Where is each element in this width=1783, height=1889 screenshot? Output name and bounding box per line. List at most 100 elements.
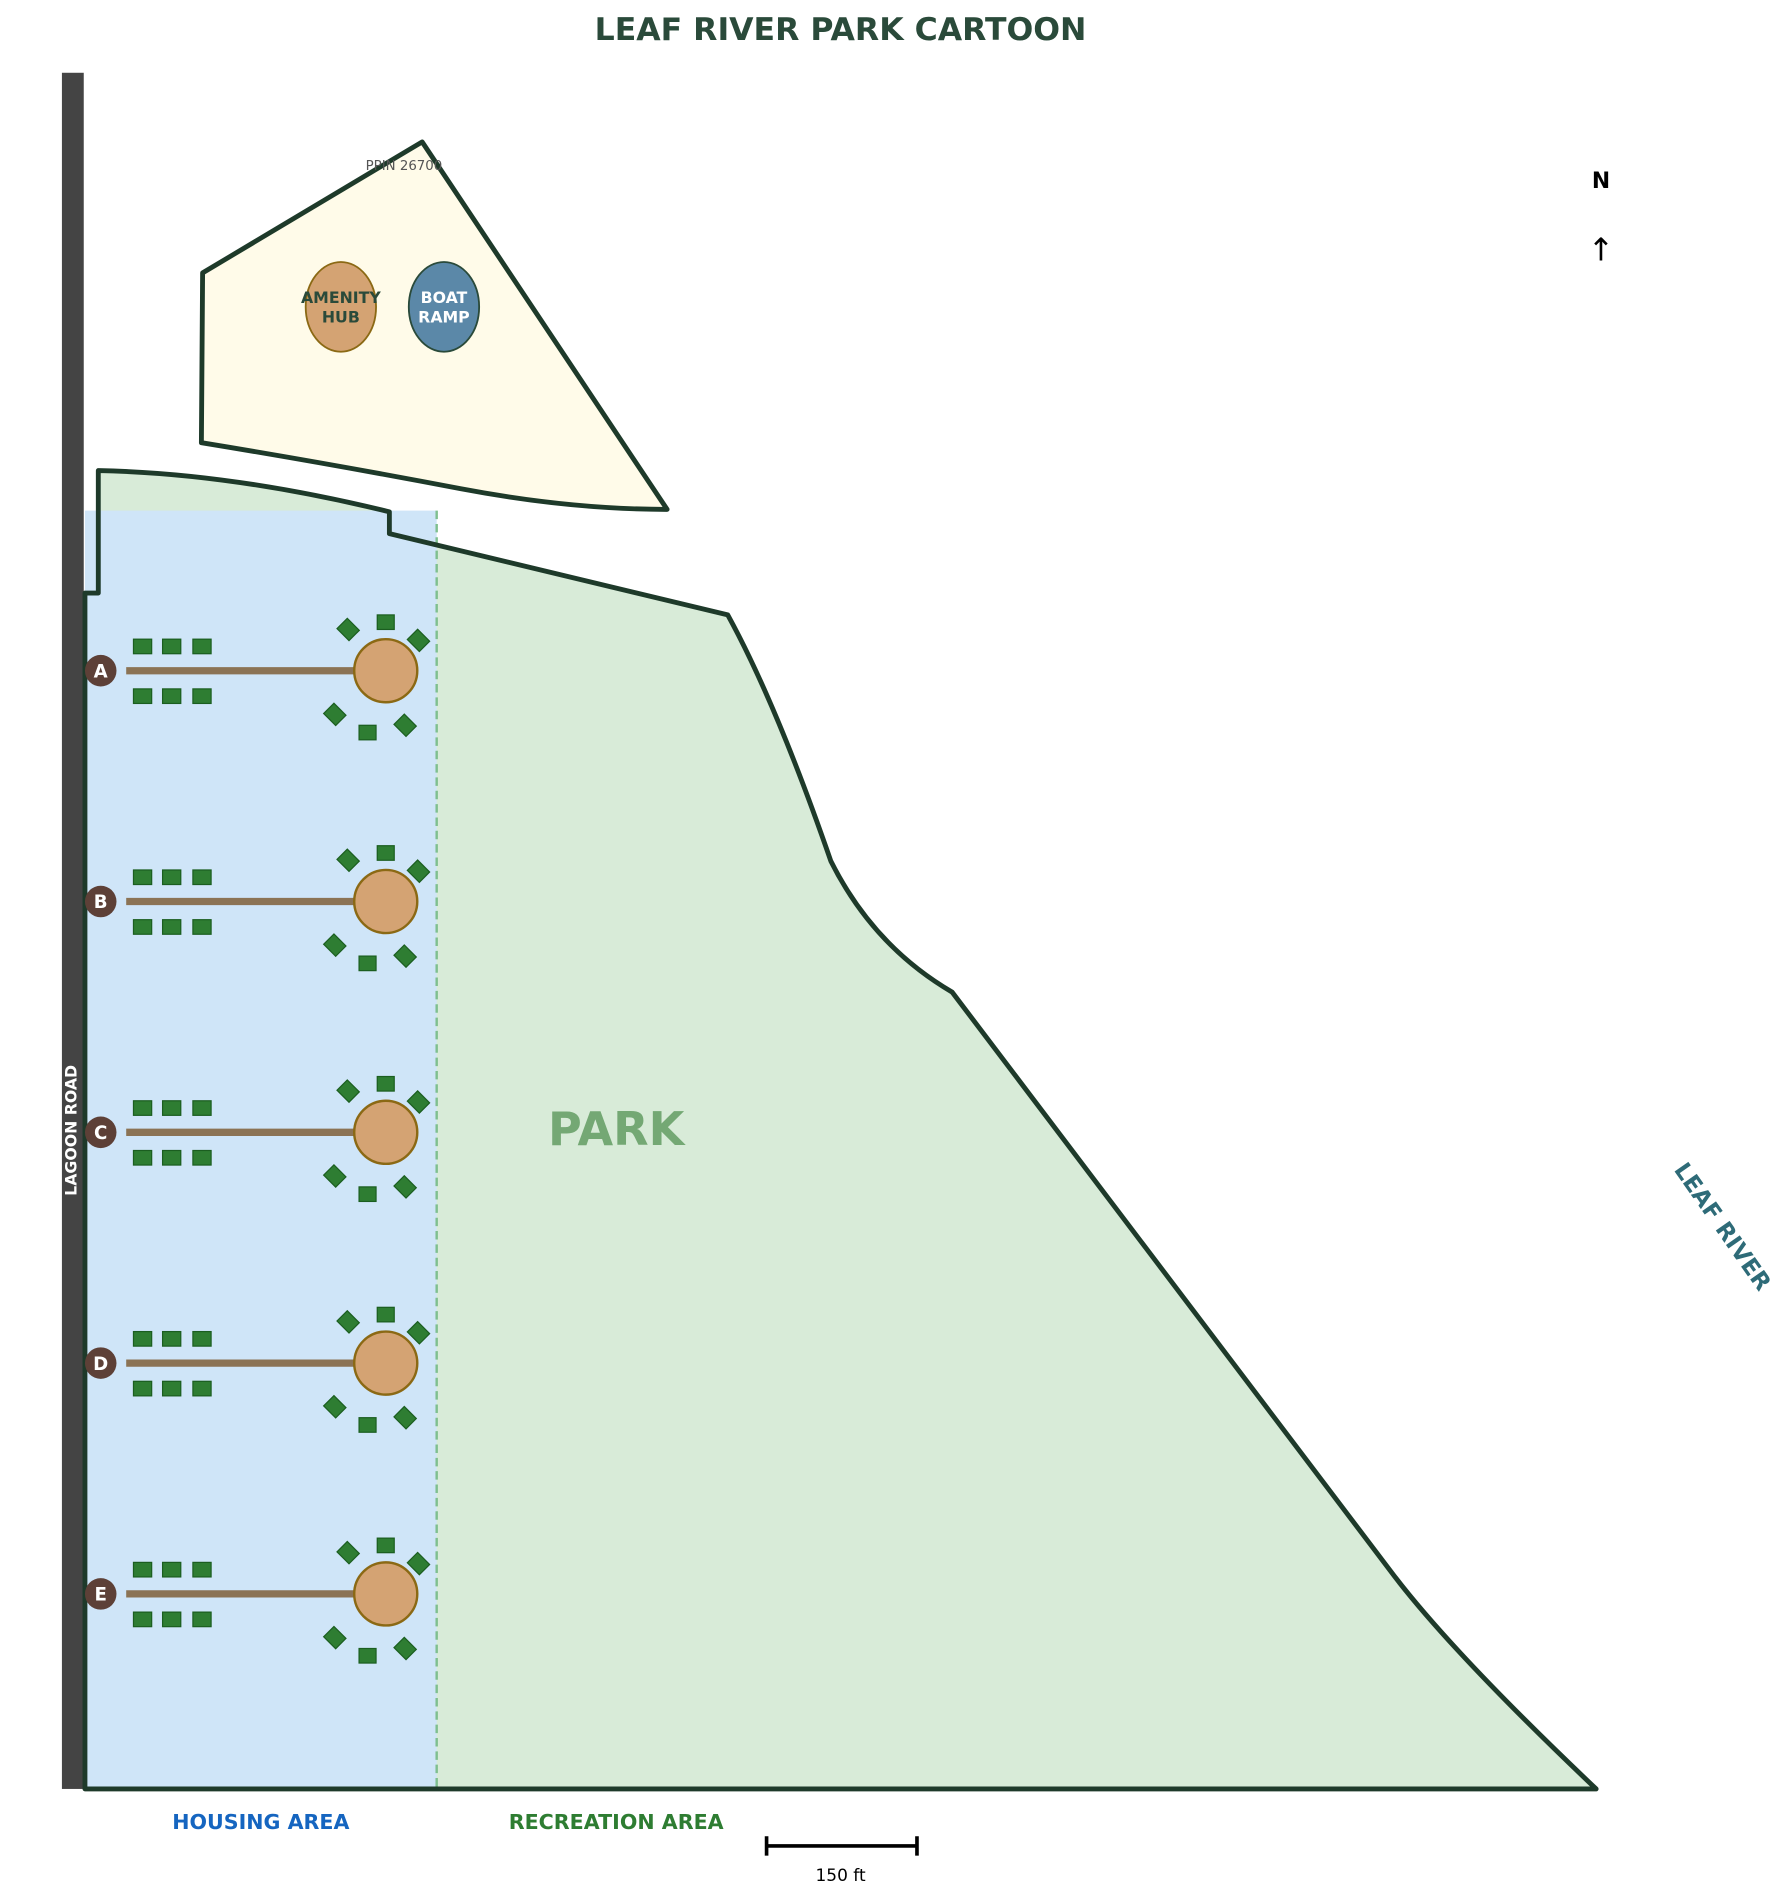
house-lot	[192, 1100, 212, 1116]
house-lot	[161, 638, 182, 655]
cul-de-sac	[352, 868, 419, 935]
park-outline	[82, 468, 1599, 1792]
map-title: LEAF RIVER PARK CARTOON	[595, 12, 1087, 48]
house-lot	[192, 919, 212, 935]
house-lot	[336, 1309, 361, 1334]
housing-cluster[interactable]: E	[84, 1537, 431, 1664]
road-label: LAGOON ROAD	[61, 1065, 80, 1196]
house-lot	[358, 1647, 377, 1664]
recreation-area-label: RECREATION AREA	[509, 1810, 724, 1834]
house-lot	[336, 1540, 361, 1565]
house-lot	[161, 1561, 182, 1578]
scale-label: 150 ft	[815, 1866, 865, 1886]
house-lot	[336, 1079, 361, 1104]
amenity-hub-label-2: HUB	[322, 308, 360, 327]
cluster-marker	[84, 1116, 117, 1149]
cul-de-sac	[352, 1330, 419, 1396]
house-lot	[192, 1611, 212, 1628]
house-lot	[132, 919, 153, 935]
house-lot	[132, 638, 153, 655]
house-lot	[132, 1330, 153, 1347]
house-lot	[132, 869, 153, 886]
house-lot	[132, 1100, 153, 1116]
house-lot	[393, 713, 418, 738]
house-lot	[393, 944, 418, 969]
north-label: N	[1592, 169, 1610, 194]
house-lot	[132, 1380, 153, 1397]
cluster-label: C	[94, 1123, 107, 1144]
house-lot	[393, 1174, 418, 1199]
housing-area-label: HOUSING AREA	[172, 1810, 349, 1834]
house-lot	[132, 1611, 153, 1628]
house-lot	[192, 688, 212, 705]
lagoon-road	[61, 72, 84, 1789]
cluster-marker	[84, 885, 117, 918]
cul-de-sac	[352, 637, 419, 704]
house-lot	[132, 688, 153, 705]
house-lot	[161, 1149, 182, 1166]
cluster-marker	[84, 1578, 117, 1610]
cluster-label: D	[93, 1354, 108, 1375]
river-label: LEAF RIVER	[1668, 1158, 1775, 1296]
house-lot	[322, 933, 347, 958]
house-lot	[358, 1417, 377, 1433]
house-lot	[192, 1561, 212, 1578]
house-lot	[406, 628, 431, 653]
house-lot	[358, 955, 377, 972]
housing-cluster[interactable]: B	[84, 845, 431, 972]
house-lot	[161, 869, 182, 886]
north-arrow-icon: ↑	[1588, 233, 1614, 269]
house-lot	[161, 1611, 182, 1628]
house-lot	[358, 1186, 377, 1203]
housing-clusters: A B C D E	[84, 614, 431, 1664]
amenity-hub[interactable]: AMENITY HUB	[301, 261, 381, 353]
house-lot	[393, 1636, 418, 1661]
house-lot	[376, 1537, 395, 1554]
house-lot	[161, 1380, 182, 1397]
house-lot	[192, 1149, 212, 1166]
house-lot	[376, 845, 395, 861]
house-lot	[192, 1330, 212, 1347]
boat-ramp-label-1: BOAT	[421, 288, 468, 307]
house-lot	[322, 702, 347, 727]
house-lot	[406, 1551, 431, 1576]
house-lot	[336, 848, 361, 873]
house-lot	[192, 638, 212, 655]
house-lot	[161, 1100, 182, 1116]
house-lot	[132, 1149, 153, 1166]
cluster-marker	[84, 654, 117, 687]
cul-de-sac	[352, 1099, 419, 1166]
house-lot	[406, 1089, 431, 1114]
scale-bar	[764, 1836, 919, 1856]
cluster-label: B	[94, 892, 108, 913]
house-lot	[336, 617, 361, 642]
housing-cluster[interactable]: C	[84, 1075, 431, 1203]
house-lot	[322, 1394, 347, 1419]
house-lot	[161, 919, 182, 935]
house-lot	[376, 1306, 395, 1323]
house-lot	[322, 1625, 347, 1650]
boat-ramp[interactable]: BOAT RAMP	[407, 261, 481, 353]
cluster-label: E	[95, 1585, 107, 1606]
park-label: PARK	[548, 1102, 687, 1156]
house-lot	[192, 869, 212, 886]
house-lot	[376, 1075, 395, 1092]
house-lot	[376, 614, 395, 631]
cluster-marker	[84, 1347, 117, 1379]
housing-cluster[interactable]: A	[84, 614, 431, 741]
house-lot	[161, 688, 182, 705]
cul-de-sac	[352, 1561, 419, 1627]
house-lot	[192, 1380, 212, 1397]
house-lot	[406, 1320, 431, 1345]
house-lot	[322, 1163, 347, 1188]
housing-cluster[interactable]: D	[84, 1306, 431, 1433]
house-lot	[406, 859, 431, 884]
amenity-hub-label-1: AMENITY	[301, 288, 381, 307]
house-lot	[358, 724, 377, 741]
house-lot	[393, 1405, 418, 1430]
park-area	[84, 470, 1597, 1789]
house-lot	[132, 1561, 153, 1578]
house-lot	[161, 1330, 182, 1347]
parcel-label: PPIN 26700	[366, 159, 443, 174]
